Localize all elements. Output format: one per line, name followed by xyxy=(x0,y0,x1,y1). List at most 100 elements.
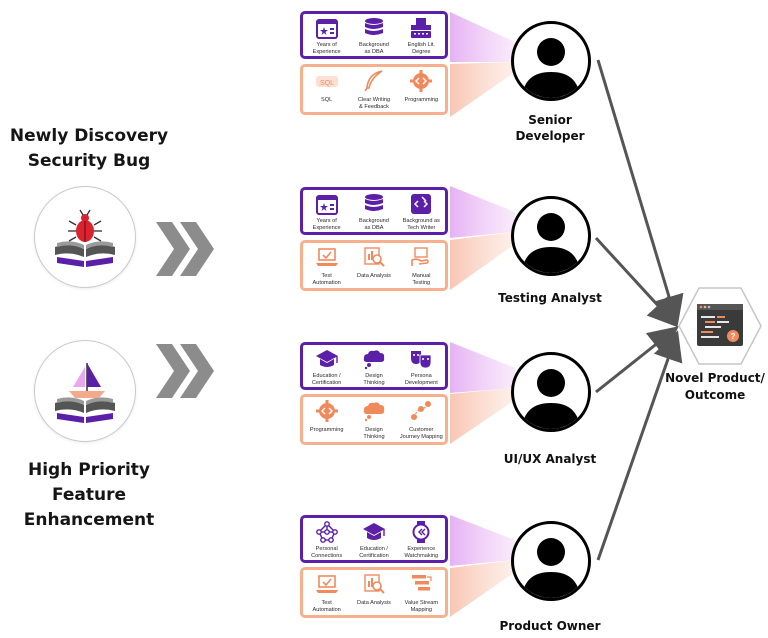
magnifier-chart-icon xyxy=(364,247,385,267)
skill-item: Data Analysis xyxy=(351,573,397,607)
calendar-star-icon xyxy=(315,195,338,215)
skill-box-senior-secondary: SQL SQL Clear Writing & Feedback Program… xyxy=(300,64,448,115)
fan-po-primary xyxy=(450,515,515,566)
skill-box-testing-secondary: Test Automation Data Analysis Manual Tes… xyxy=(300,240,448,291)
code-screen-icon: ? xyxy=(697,304,743,346)
database-icon xyxy=(364,194,383,211)
user-icon xyxy=(522,213,580,273)
user-icon xyxy=(522,38,580,98)
database-icon xyxy=(364,18,383,35)
skill-label: SQL xyxy=(321,97,333,103)
skill-label: Data Analysis xyxy=(357,273,391,279)
skill-item: Programming xyxy=(398,70,444,104)
skill-box-po-secondary: Test Automation Data Analysis Value Stre… xyxy=(300,567,448,618)
quill-icon xyxy=(364,70,383,92)
skill-item: Years of Experience xyxy=(304,17,350,55)
code-gear-icon xyxy=(410,70,433,92)
skill-item: Value Stream Mapping xyxy=(398,573,444,613)
skill-label: Personal Connections xyxy=(311,546,343,559)
input-circle-feature-enhancement xyxy=(34,340,136,442)
skill-label: Education / Certification xyxy=(311,373,342,386)
skill-box-uiux-secondary: Programming Design Thinking Customer Jou… xyxy=(300,394,448,445)
skill-label: Background as DBA xyxy=(359,218,389,231)
skill-label: Design Thinking xyxy=(363,427,385,440)
skill-item: Persona Development xyxy=(398,348,444,386)
skill-label: Design Thinking xyxy=(363,373,385,386)
skill-label: Data Analysis xyxy=(357,600,391,606)
double-chevron-icon xyxy=(156,344,214,398)
avatar-product-owner xyxy=(511,521,591,601)
arrow-senior xyxy=(596,59,684,326)
user-icon xyxy=(522,538,580,598)
fan-uiux-secondary xyxy=(450,388,515,444)
input-title-feature-enhancement: High Priority Feature Enhancement xyxy=(23,460,155,530)
skill-box-po-primary: Personal Connections Education / Certifi… xyxy=(300,515,448,563)
skill-label: English Lit. Degree xyxy=(407,42,435,55)
skill-label: Value Stream Mapping xyxy=(404,600,439,613)
svg-text:SQL: SQL xyxy=(320,80,334,87)
input-title-security-bug: Newly Discovery Security Bug xyxy=(9,126,169,171)
arrow-po xyxy=(596,330,683,561)
graduation-cap-icon xyxy=(315,350,338,367)
magnifier-chart-icon xyxy=(364,574,385,594)
brain-cloud-icon xyxy=(363,350,385,370)
role-label-product-owner: Product Owner xyxy=(499,619,601,633)
skill-label: Persona Development xyxy=(404,373,438,386)
fan-testing-secondary xyxy=(450,232,515,290)
skill-item: Test Automation xyxy=(304,573,350,613)
typewriter-icon xyxy=(411,18,432,38)
fan-po-secondary xyxy=(450,560,515,617)
skill-label: Test Automation xyxy=(312,273,341,286)
code-gear-icon xyxy=(315,400,338,422)
skill-label: Test Automation xyxy=(312,600,341,613)
sql-icon: SQL xyxy=(315,76,338,87)
bug-on-book-icon xyxy=(55,209,115,267)
skill-item: SQL SQL xyxy=(304,70,350,104)
skill-box-testing-primary: Years of Experience Background as DBA Ba… xyxy=(300,187,448,235)
sailboat-on-book-icon xyxy=(55,363,115,423)
fan-senior-primary xyxy=(450,12,515,62)
avatar-senior-developer xyxy=(511,21,591,101)
skill-item: Background as DBA xyxy=(351,17,397,55)
avatar-testing-analyst xyxy=(511,196,591,276)
skill-item: Design Thinking xyxy=(351,348,397,386)
skill-label: Background as Tech Writer xyxy=(402,218,440,231)
watch-icon xyxy=(412,521,430,543)
skill-label: Education / Certification xyxy=(359,546,389,559)
skill-item: Education / Certification xyxy=(304,348,350,386)
skill-item: Clear Writing & Feedback xyxy=(351,70,397,110)
journey-map-icon xyxy=(411,401,432,420)
skill-item: Data Analysis xyxy=(351,246,397,280)
fan-testing-primary xyxy=(450,186,515,238)
skill-label: Experience Watchmaking xyxy=(404,546,439,559)
outcome-hexagon: ? xyxy=(678,287,762,365)
network-icon xyxy=(315,521,338,543)
brain-cloud-icon xyxy=(363,402,385,422)
user-icon xyxy=(522,369,580,429)
skill-item: English Lit. Degree xyxy=(398,17,444,55)
skill-item: Years of Experience xyxy=(304,193,350,231)
skill-label: Customer Journey Mapping xyxy=(399,427,443,440)
skill-item: Personal Connections xyxy=(304,521,350,559)
graduation-cap-icon xyxy=(362,523,385,540)
skill-label: Background as DBA xyxy=(359,42,389,55)
avatar-uiux-analyst xyxy=(511,352,591,432)
outcome-label: Novel Product/Outcome xyxy=(665,371,765,402)
input-circle-security-bug xyxy=(34,186,136,288)
skill-item: Background as Tech Writer xyxy=(398,193,444,231)
theater-masks-icon xyxy=(411,351,432,369)
code-pen-icon xyxy=(411,194,432,214)
skill-item: Education / Certification xyxy=(351,521,397,559)
skill-label: Programming xyxy=(404,97,439,103)
skill-label: Clear Writing & Feedback xyxy=(357,97,391,110)
skill-item: Test Automation xyxy=(304,246,350,286)
fan-senior-secondary xyxy=(450,62,515,117)
skill-box-senior-primary: Years of Experience Background as DBA En… xyxy=(300,11,448,59)
skill-label: Manual Testing xyxy=(412,273,431,286)
role-label-uiux-analyst: UI/UX Analyst xyxy=(503,452,597,466)
skill-box-uiux-primary: Education / Certification Design Thinkin… xyxy=(300,342,448,390)
value-stream-icon xyxy=(412,575,432,591)
fan-uiux-primary xyxy=(450,342,515,393)
